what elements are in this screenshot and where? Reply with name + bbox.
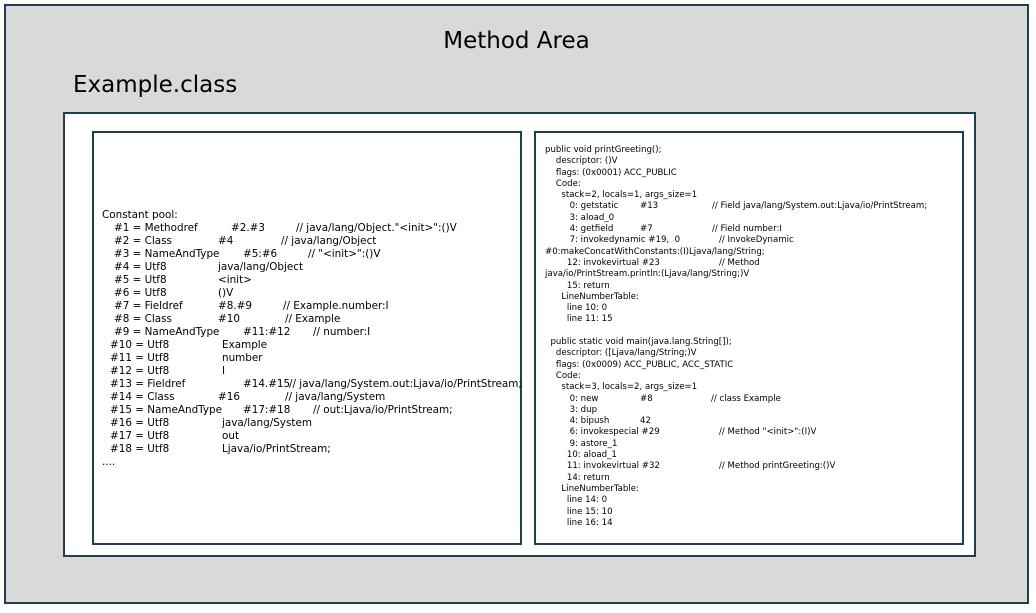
constant-pool-entry-value: #10 — [218, 313, 240, 325]
bytecode-text: 3: aload_0 — [545, 212, 615, 223]
bytecode-comment: // Method — [719, 257, 760, 268]
constant-pool-entry-index: #5 = Utf8 — [114, 274, 167, 286]
constant-pool-panel: Constant pool: #1 = Methodref#2.#3// jav… — [92, 131, 522, 545]
class-file-box: Constant pool: #1 = Methodref#2.#3// jav… — [63, 112, 976, 557]
constant-pool-entry-index: #17 = Utf8 — [110, 430, 170, 442]
constant-pool-entry-value: ()V — [218, 287, 234, 299]
constant-pool-entry-index: #18 = Utf8 — [110, 443, 170, 455]
bytecode-text: LineNumberTable: — [545, 291, 639, 302]
constant-pool-entry-value: #14.#15 — [243, 378, 291, 390]
bytecode-comment: // Method printGreeting:()V — [719, 461, 836, 472]
bytecode-arg: 42 — [640, 416, 651, 427]
methods-panel: public void printGreeting(); descriptor:… — [534, 131, 964, 545]
bytecode-text: 0: new — [545, 393, 599, 404]
bytecode-text: line 16: 14 — [545, 517, 613, 528]
constant-pool-entry-value: #11:#12 — [243, 326, 291, 338]
bytecode-comment: // InvokeDynamic — [719, 235, 794, 246]
bytecode-text: java/io/PrintStream.println:(Ljava/lang/… — [545, 269, 750, 280]
constant-pool-entry-index: #2 = Class — [114, 235, 172, 247]
constant-pool-entry-index: #8 = Class — [114, 313, 172, 325]
constant-pool-entry-value: #4 — [218, 235, 234, 247]
constant-pool-entry-value: Ljava/io/PrintStream; — [222, 443, 331, 455]
constant-pool-entry-index: #4 = Utf8 — [114, 261, 167, 273]
constant-pool-entry-index: #15 = NameAndType — [110, 404, 223, 416]
bytecode-arg: #13 — [640, 201, 659, 212]
constant-pool-entry-index: #9 = NameAndType — [114, 326, 220, 338]
constant-pool-entry-value: #17:#18 — [243, 404, 291, 416]
class-file-title: Example.class — [73, 72, 238, 98]
bytecode-text: public void printGreeting(); — [545, 145, 662, 155]
constant-pool-entry-comment: // Example.number:I — [283, 300, 389, 312]
bytecode-text: flags: (0x0009) ACC_PUBLIC, ACC_STATIC — [545, 359, 734, 370]
bytecode-text: line 14: 0 — [545, 495, 608, 506]
bytecode-comment: // Field number:I — [712, 224, 782, 235]
constant-pool-entry-value: #8.#9 — [218, 300, 252, 312]
bytecode-text: 11: invokevirtual #32 — [545, 461, 660, 472]
constant-pool-entry-comment: // Example — [285, 313, 341, 325]
bytecode-text: LineNumberTable: — [545, 483, 639, 494]
constant-pool-entry-comment: // java/lang/System — [285, 391, 386, 403]
bytecode-arg: #7 — [640, 224, 653, 235]
constant-pool-entry-value: java/lang/System — [222, 417, 312, 429]
bytecode-text: line 10: 0 — [545, 303, 608, 314]
constant-pool-entry-value: java/lang/Object — [218, 261, 304, 273]
bytecode-text: public static void main(java.lang.String… — [545, 337, 732, 348]
constant-pool-entry-index: #6 = Utf8 — [114, 287, 167, 299]
bytecode-text: 15: return — [545, 280, 610, 291]
constant-pool-entry-value: number — [222, 352, 263, 364]
bytecode-text: 12: invokevirtual #23 — [545, 257, 660, 268]
bytecode-text: 4: bipush — [545, 416, 610, 427]
constant-pool-entry-value: out — [222, 430, 240, 442]
bytecode-text: descriptor: ()V — [545, 156, 618, 167]
method-area: Method Area Example.class Constant pool:… — [4, 4, 1029, 604]
bytecode-text: 14: return — [545, 472, 610, 483]
constant-pool-entry-comment: // number:I — [313, 326, 371, 338]
bytecode-comment: // Field java/lang/System.out:Ljava/io/P… — [712, 201, 928, 212]
bytecode-text: Code: — [545, 178, 581, 189]
constant-pool-entry-comment: // java/lang/Object."<init>":()V — [296, 222, 457, 234]
bytecode-comment: // class Example — [711, 393, 781, 404]
constant-pool-entry-index: #7 = Fieldref — [114, 300, 183, 312]
bytecode-text: line 11: 15 — [545, 314, 613, 325]
constant-pool-entry-index: #13 = Fieldref — [110, 378, 186, 390]
bytecode-text: descriptor: ([Ljava/lang/String;)V — [545, 348, 697, 359]
constant-pool-entry-index: #3 = NameAndType — [114, 248, 220, 260]
bytecode-text: 7: invokedynamic #19, 0 — [545, 235, 681, 246]
bytecode-text: 10: aload_1 — [545, 450, 617, 461]
constant-pool-entry-value: #5:#6 — [243, 248, 278, 260]
bytecode-text: stack=2, locals=1, args_size=1 — [545, 190, 698, 201]
bytecode-comment: // Method "<init>":(I)V — [719, 427, 817, 438]
constant-pool-entry-index: #10 = Utf8 — [110, 339, 170, 351]
constant-pool-entry-comment: // java/lang/System.out:Ljava/io/PrintSt… — [289, 378, 522, 390]
bytecode-text: 3: dup — [545, 404, 598, 415]
constant-pool-entry-index: #16 = Utf8 — [110, 417, 170, 429]
bytecode-text: Code: — [545, 370, 581, 381]
bytecode-text: stack=3, locals=2, args_size=1 — [545, 382, 698, 393]
constant-pool-entry-value: <init> — [218, 274, 252, 286]
bytecode-text: 0: getstatic — [545, 201, 619, 212]
bytecode-text: flags: (0x0001) ACC_PUBLIC — [545, 167, 677, 178]
bytecode-text: 6: invokespecial #29 — [545, 427, 660, 438]
method-area-title: Method Area — [443, 28, 590, 54]
constant-pool-entry-comment: // out:Ljava/io/PrintStream; — [313, 404, 453, 416]
bytecode-text: 4: getfield — [545, 224, 614, 235]
constant-pool-entry-comment: // "<init>":()V — [308, 248, 381, 260]
constant-pool-entry-value: #16 — [218, 391, 240, 403]
constant-pool-entry-index: #11 = Utf8 — [110, 352, 170, 364]
constant-pool-entry-index: #1 = Methodref — [114, 222, 198, 234]
constant-pool-entry-value: #2.#3 — [231, 222, 265, 234]
bytecode-text: line 15: 10 — [545, 506, 613, 517]
bytecode-text: 9: astore_1 — [545, 438, 618, 449]
constant-pool-entry-index: #12 = Utf8 — [110, 365, 170, 377]
constant-pool-entry-value: I — [222, 365, 226, 377]
bytecode-text: #0:makeConcatWithConstants:(I)Ljava/lang… — [545, 246, 765, 257]
constant-pool-entry-comment: // java/lang/Object — [281, 235, 377, 247]
constant-pool-entry-value: Example — [222, 339, 268, 351]
bytecode-arg: #8 — [640, 393, 653, 404]
constant-pool-entry-index: #14 = Class — [110, 391, 175, 403]
